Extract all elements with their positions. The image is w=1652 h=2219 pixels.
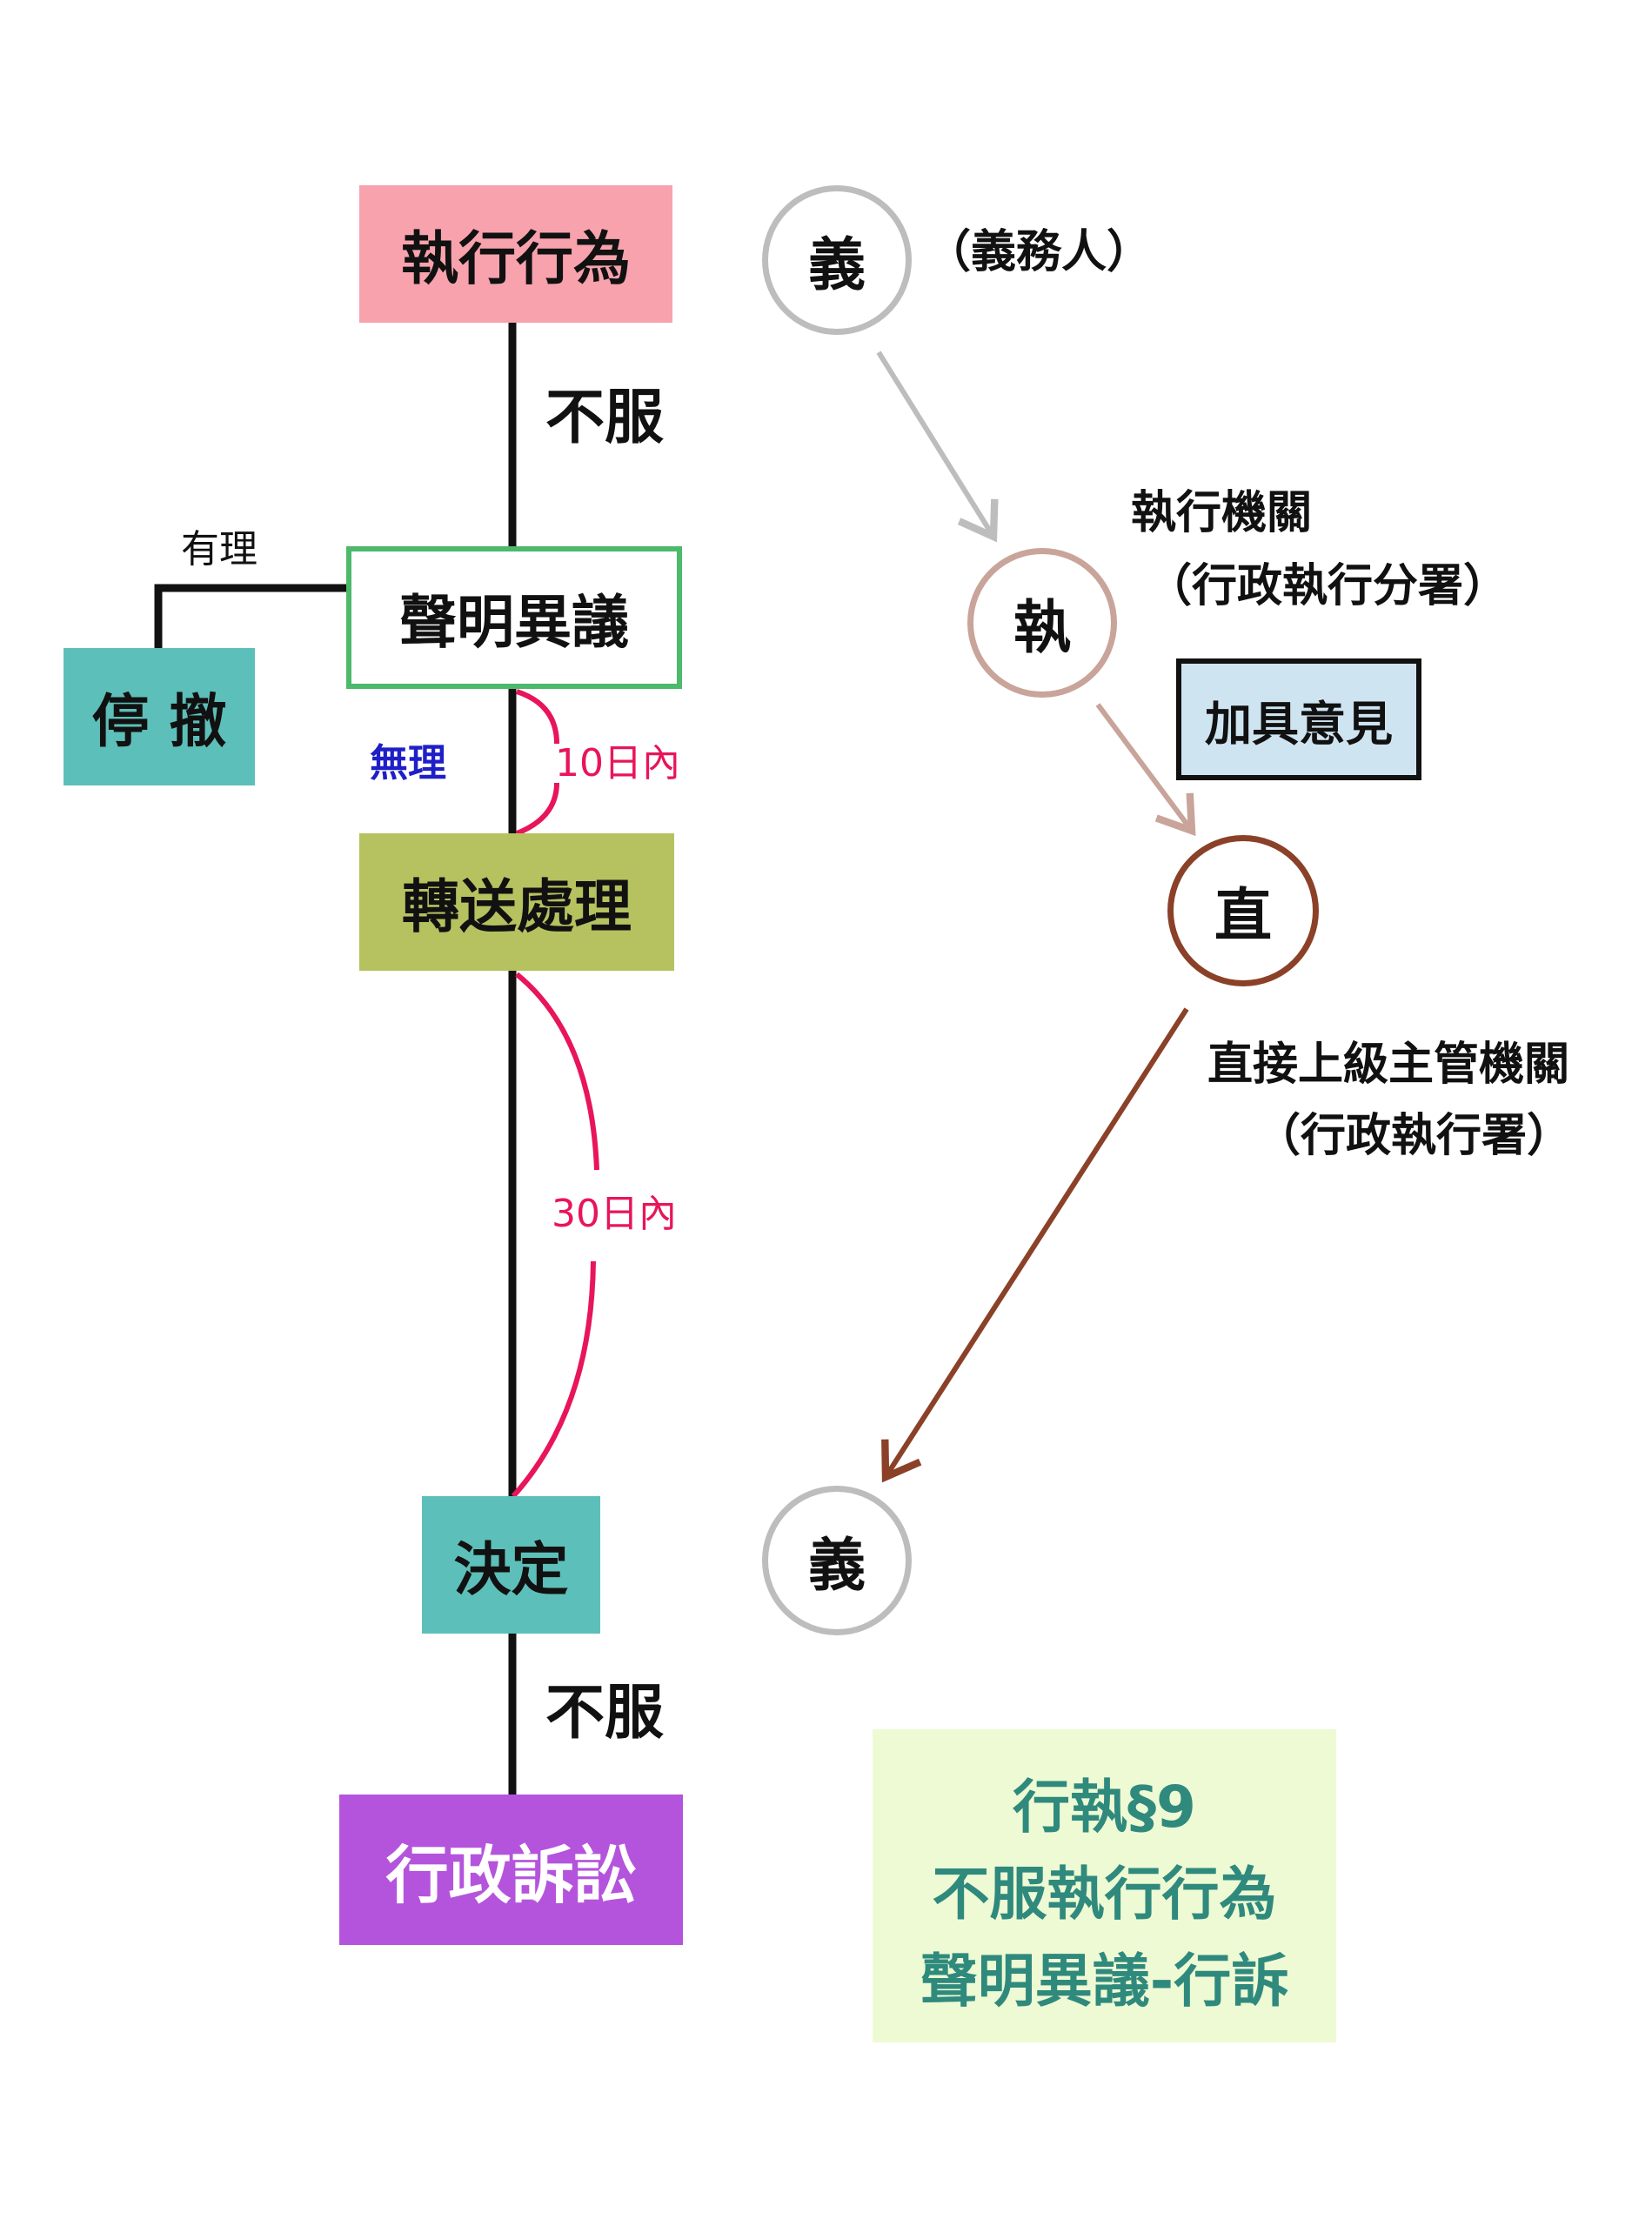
obligor-circle-top: 義 xyxy=(762,185,912,335)
obligor-caption: （義務人） xyxy=(926,226,1153,278)
obligor-bottom-label: 義 xyxy=(808,1532,866,1599)
suspend-revoke-label: 停 撤 xyxy=(91,688,227,755)
objection-label-1: 不服 xyxy=(545,384,665,452)
agency-label: 執 xyxy=(1013,594,1071,661)
admin-litigation-box: 行政訴訟 xyxy=(339,1795,683,1945)
execution-act-box: 執行行為 xyxy=(359,185,672,323)
note-line-3: 聲明異議-行訴 xyxy=(920,1948,1289,2015)
superior-circle: 直 xyxy=(1167,835,1319,986)
deadline-10-label: 10日內 xyxy=(555,741,680,785)
declare-objection-box: 聲明異議 xyxy=(346,546,682,689)
obligor-circle-bottom: 義 xyxy=(762,1486,912,1635)
summary-note: 行執§9 不服執行行為 聲明異議-行訴 xyxy=(873,1729,1336,2042)
arrow-obligor-to-agency xyxy=(876,351,999,543)
deadline-10-bracket-upper xyxy=(516,689,559,745)
agency-circle: 執 xyxy=(967,548,1117,698)
objection-label-2: 不服 xyxy=(545,1679,665,1748)
note-line-1: 行執§9 xyxy=(1013,1774,1196,1841)
decision-box: 決定 xyxy=(422,1496,600,1634)
deadline-10-bracket-lower xyxy=(515,782,559,836)
deadline-30-label: 30日內 xyxy=(552,1192,677,1236)
execution-act-label: 執行行為 xyxy=(401,225,631,292)
agency-caption-1: 執行機關 xyxy=(1131,487,1313,539)
suspend-revoke-box: 停 撤 xyxy=(64,648,255,785)
admin-litigation-label: 行政訴訟 xyxy=(385,1839,637,1912)
superior-caption-1: 直接上級主管機關 xyxy=(1207,1039,1570,1091)
reasonable-branch-line xyxy=(154,584,346,648)
transfer-box: 轉送處理 xyxy=(359,833,674,971)
declare-objection-label: 聲明異議 xyxy=(399,589,629,656)
opinion-box: 加具意見 xyxy=(1176,658,1421,780)
superior-caption-2: （行政執行署） xyxy=(1255,1110,1573,1162)
unreasonable-label: 無理 xyxy=(370,741,446,785)
superior-label: 直 xyxy=(1214,882,1272,949)
deadline-30-bracket-upper xyxy=(515,972,599,1171)
decision-label: 決定 xyxy=(453,1536,569,1603)
obligor-top-label: 義 xyxy=(808,231,866,298)
transfer-label: 轉送處理 xyxy=(402,873,632,940)
arrow-agency-to-superior xyxy=(1095,703,1196,837)
note-line-2: 不服執行行為 xyxy=(932,1861,1277,1928)
deadline-30-bracket-lower xyxy=(511,1260,596,1499)
opinion-label: 加具意見 xyxy=(1205,696,1393,752)
arrow-superior-to-obligor xyxy=(881,1007,1189,1483)
agency-caption-2: （行政執行分署） xyxy=(1147,560,1509,612)
reasonable-label: 有理 xyxy=(181,527,257,571)
